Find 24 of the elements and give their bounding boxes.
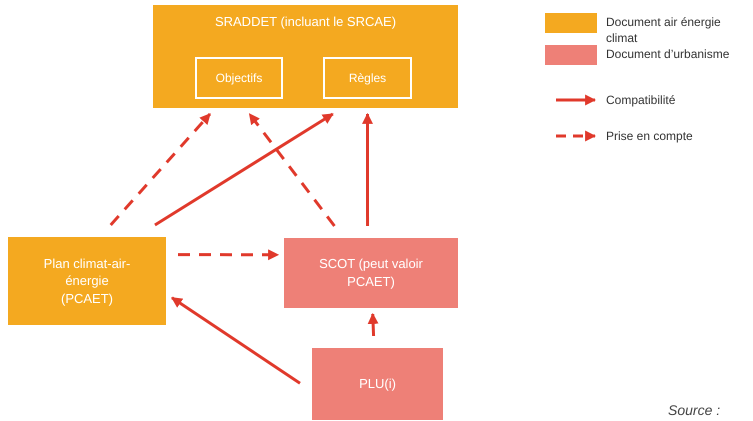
box-label: SCOT (peut valoir PCAET) [318, 255, 424, 291]
document-box [312, 348, 443, 420]
arrow [368, 312, 379, 336]
arrow [171, 296, 301, 385]
arrow [362, 112, 373, 226]
arrow [248, 113, 336, 227]
inner-box [195, 57, 283, 99]
legend-label: Document d’urbanisme [606, 46, 730, 62]
document-box [284, 238, 458, 308]
legend-label: Compatibilité [606, 92, 676, 108]
box-label: Règles [348, 70, 386, 86]
document-box [153, 5, 458, 108]
inner-box [323, 57, 412, 99]
document-box [8, 237, 166, 325]
arrow [154, 112, 334, 226]
legend-label: Prise en compte [606, 128, 694, 144]
source-note: Source : [668, 402, 720, 418]
box-label: PLU(i) [359, 375, 396, 393]
box-label: Objectifs [216, 70, 262, 86]
box-label: SRADDET (incluant le SRCAE) [214, 13, 396, 31]
arrow [178, 249, 280, 260]
legend-label: Document air énergie climat [606, 14, 722, 46]
box-label: Plan climat-air-énergie (PCAET) [42, 254, 132, 308]
arrow [110, 113, 212, 226]
